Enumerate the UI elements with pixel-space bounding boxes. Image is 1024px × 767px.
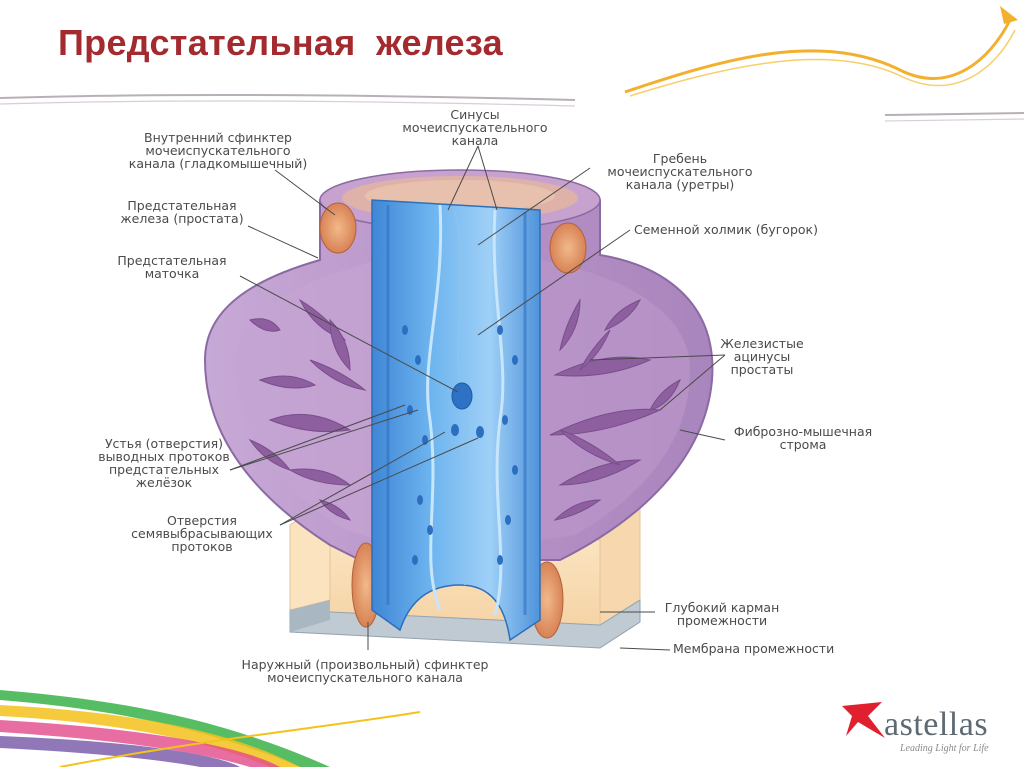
label-internal-sphincter: Внутренний сфинктер мочеиспускательного … <box>128 130 308 171</box>
label-prostate-gland: Предстательная железа (простата) <box>120 198 244 226</box>
astellas-tagline: Leading Light for Life <box>900 743 989 754</box>
internal-sphincter <box>319 202 587 274</box>
label-urethral-crest: Гребень мочеиспускательного канала (урет… <box>607 151 753 192</box>
label-fibromuscular-stroma: Фиброзно-мышечная строма <box>733 424 873 452</box>
glandular-acini <box>248 298 681 521</box>
astellas-logo: astellas <box>884 706 989 743</box>
decorative-swoosh-bottom <box>0 690 421 767</box>
label-perineal-membrane: Мембрана промежности <box>673 641 835 656</box>
label-prostatic-utricle: Предстательная маточка <box>117 253 227 281</box>
label-external-sphincter: Наружный (произвольный) сфинктер мочеисп… <box>241 657 489 685</box>
label-urethral-sinuses: Синусы мочеиспускательного канала <box>402 107 548 148</box>
label-ejaculatory-openings: Отверстия семявыбрасывающих протоков <box>131 513 273 554</box>
label-seminal-colliculus: Семенной холмик (бугорок) <box>634 222 818 237</box>
urethra <box>371 199 541 642</box>
astellas-star-icon <box>842 702 885 738</box>
leader-lines <box>229 145 726 651</box>
label-glandular-acini: Железистые ацинусы простаты <box>720 336 804 377</box>
decorative-swoosh-top <box>0 6 1024 122</box>
label-deep-perineal-pouch: Глубокий карман промежности <box>664 600 780 628</box>
slide-title: Предстательная железа <box>58 22 503 63</box>
duct-openings <box>402 325 518 565</box>
label-duct-openings: Устья (отверстия) выводных протоков пред… <box>98 436 230 490</box>
